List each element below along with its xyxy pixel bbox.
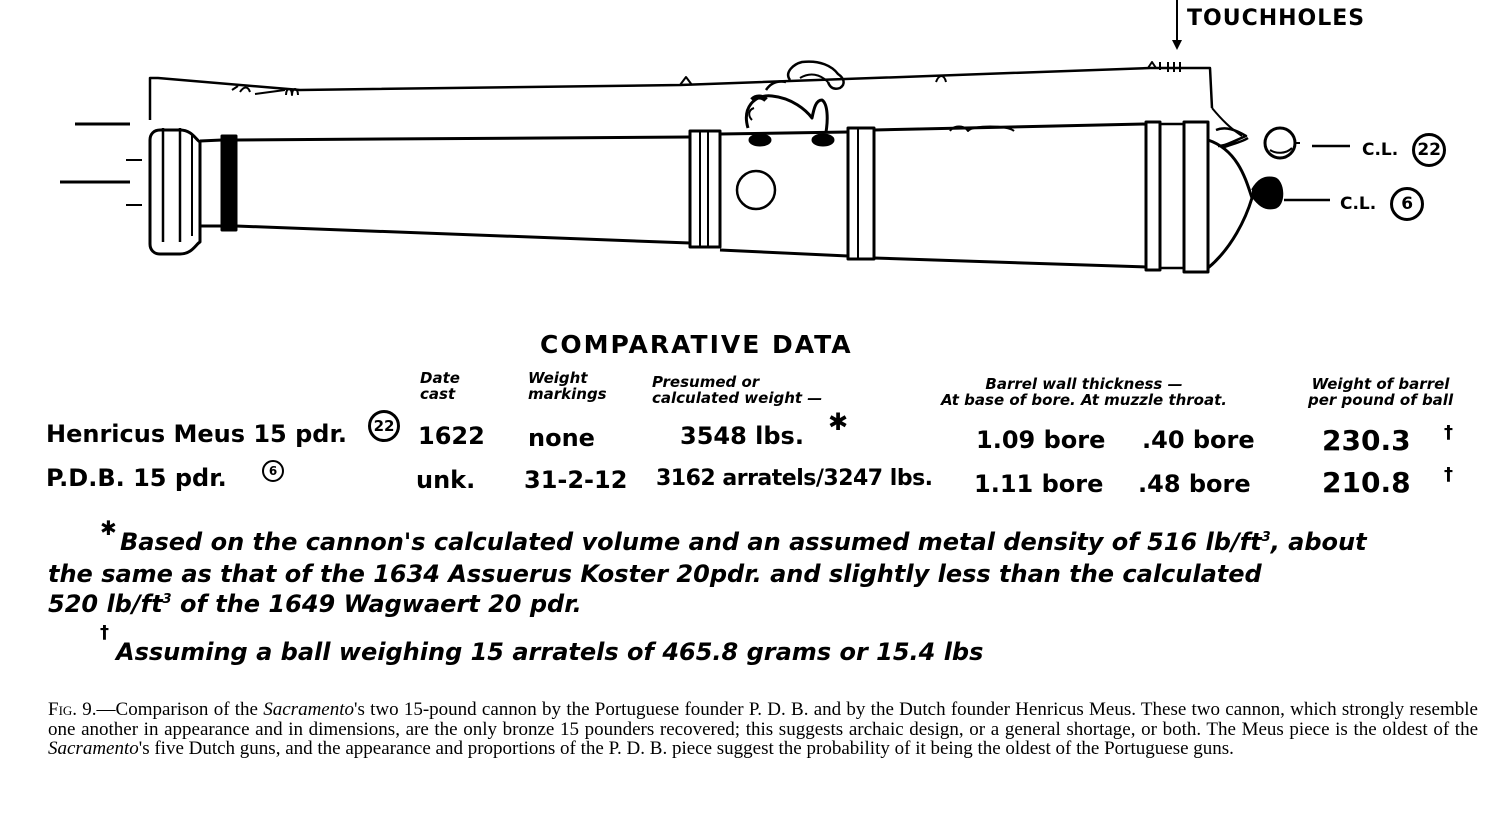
row-wall-muzzle: .48 bore	[1138, 470, 1251, 498]
centerline-label-22: C.L. 22	[1362, 133, 1447, 167]
row-wall-base: 1.11 bore	[974, 470, 1104, 498]
reference-circle-6: 6	[262, 460, 284, 482]
row-weight-per-ball: 210.8	[1322, 466, 1411, 499]
reference-circle-22: 22	[368, 410, 400, 442]
row-wall-base: 1.09 bore	[976, 426, 1106, 454]
centerline-label-6: C.L. 6	[1340, 187, 1425, 221]
dagger-mark: †	[1444, 422, 1453, 443]
table-row: Henricus Meus 15 pdr.	[46, 420, 347, 448]
figure-number: Fig. 9.	[48, 699, 97, 720]
row-date: 1622	[418, 422, 485, 450]
row-date: unk.	[416, 466, 476, 494]
header-date-cast: Date cast	[420, 369, 460, 403]
header-weight-per-ball: Weight of barrel per pound of ball	[1308, 375, 1454, 409]
header-presumed-weight: Presumed or calculated weight —	[652, 373, 823, 407]
reference-circle-6: 6	[1390, 187, 1425, 221]
row-weight: 3162 arratels/3247 lbs.	[656, 466, 933, 491]
cannon-name: P.D.B. 15 pdr.	[46, 464, 227, 492]
footnote-asterisk-line1: Based on the cannon's calculated volume …	[120, 528, 1367, 556]
row-markings: none	[528, 424, 595, 452]
row-weight: 3548 lbs.	[680, 422, 804, 450]
row-markings: 31-2-12	[524, 466, 628, 494]
reference-circle-22: 22	[1412, 133, 1447, 167]
footnote-asterisk-line3: 520 lb/ft3 of the 1649 Wagwaert 20 pdr.	[48, 590, 582, 618]
ship-name: Sacramento	[48, 738, 139, 759]
dagger-mark: †	[100, 622, 109, 643]
header-barrel-wall: Barrel wall thickness — At base of bore.…	[941, 375, 1227, 409]
centerline-text: C.L.	[1362, 140, 1399, 160]
figure-caption: Fig. 9.—Comparison of the Sacramento's t…	[48, 699, 1478, 759]
centerline-text: C.L.	[1340, 194, 1377, 214]
asterisk-mark: ✱	[100, 516, 117, 540]
footnote-dagger: Assuming a ball weighing 15 arratels of …	[116, 638, 984, 666]
ship-name: Sacramento	[263, 699, 355, 720]
dagger-mark: †	[1444, 464, 1453, 485]
asterisk-mark: ✱	[828, 408, 849, 436]
table-title: COMPARATIVE DATA	[540, 330, 853, 359]
row-wall-muzzle: .40 bore	[1142, 426, 1255, 454]
header-weight-markings: Weight markings	[528, 369, 607, 403]
cannon-drawing	[60, 0, 1350, 274]
footnote-asterisk-line2: the same as that of the 1634 Assuerus Ko…	[48, 560, 1262, 588]
table-row: P.D.B. 15 pdr.	[46, 464, 227, 492]
touchholes-label: TOUCHHOLES	[1187, 6, 1366, 31]
row-weight-per-ball: 230.3	[1322, 424, 1411, 457]
cannon-name: Henricus Meus 15 pdr.	[46, 420, 347, 448]
